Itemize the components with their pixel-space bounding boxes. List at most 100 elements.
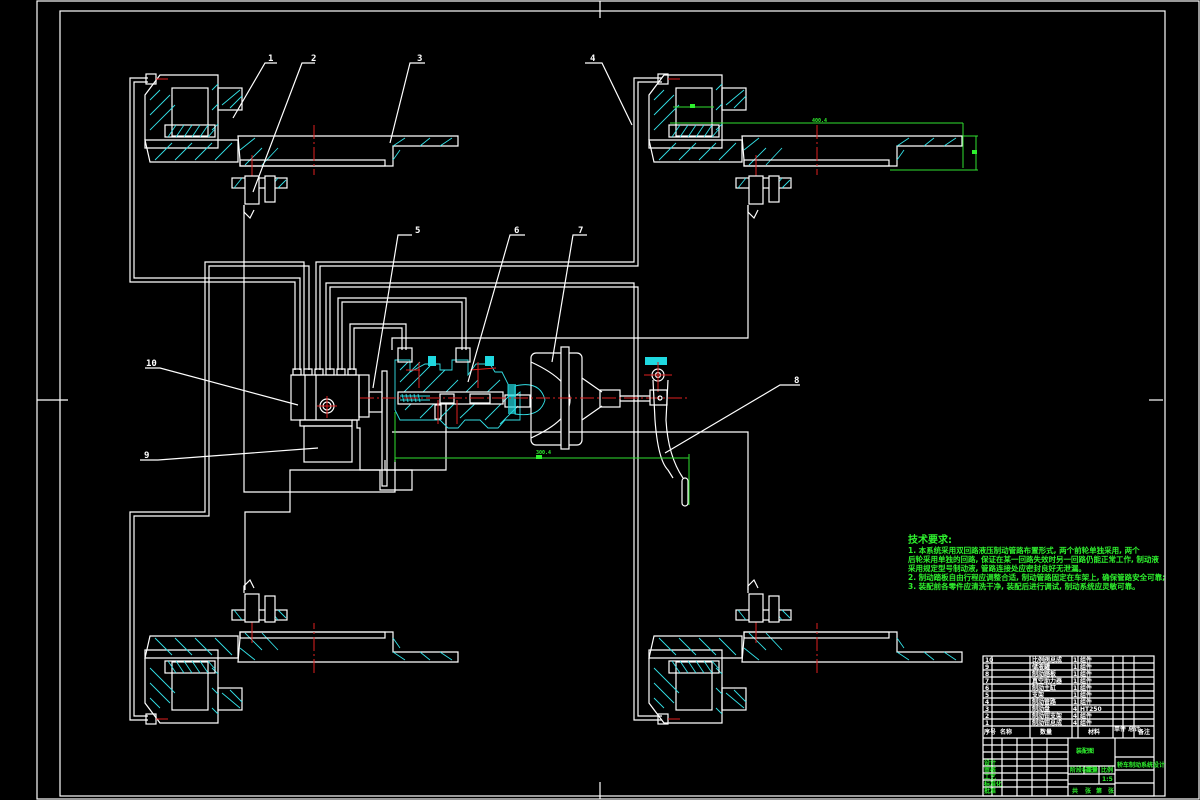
sheet-label: 共 (1072, 787, 1078, 795)
svg-text:1: 1 (1073, 678, 1077, 685)
tech-req-line: 3. 装配前各零件应清洗干净, 装配后进行调试, 制动系统应灵敏可靠。 (908, 581, 1140, 591)
drawing-title: 装配图 (1075, 747, 1094, 755)
svg-text:10: 10 (985, 657, 993, 664)
part-labels: 1 2 3 4 5 6 7 8 9 10 (144, 54, 799, 461)
svg-text:制动钳总成: 制动钳总成 (1032, 719, 1062, 727)
svg-text:组件: 组件 (1080, 691, 1092, 699)
part-leaders (140, 62, 800, 461)
scale-value: 1:5 (1102, 776, 1113, 783)
svg-text:制动踏板: 制动踏板 (1032, 670, 1057, 678)
svg-text:4: 4 (1073, 720, 1077, 727)
wheel-brake-bottom-left (144, 578, 459, 725)
tech-req-line: 后轮采用单独的回路, 保证在某一回路失效时另一回路仍能正常工作, 制动液 (908, 554, 1159, 564)
svg-text:组件: 组件 (1080, 712, 1092, 720)
tech-req-line: 1. 本系统采用双回路液压制动管路布置形式, 两个前轮单独采用, 两个 (908, 545, 1140, 555)
sign-label: 工艺 (984, 773, 996, 781)
svg-text:5: 5 (985, 692, 989, 699)
svg-text:4: 4 (1073, 706, 1077, 713)
label-2: 2 (311, 54, 316, 64)
svg-text:组件: 组件 (1080, 656, 1092, 664)
svg-text:1: 1 (1073, 671, 1077, 678)
svg-text:2: 2 (985, 713, 989, 720)
parts-row: 6 制动主缸 1 组件 (985, 684, 1092, 692)
wheel-brake-top-right: 400.4 (648, 73, 978, 220)
sign-label: 审核 (984, 766, 996, 774)
parts-row: 8 制动踏板 1 组件 (985, 670, 1092, 678)
svg-text:序号: 序号 (983, 728, 996, 736)
svg-text:制动盘: 制动盘 (1032, 705, 1050, 713)
label-6: 6 (514, 226, 519, 236)
svg-text:组件: 组件 (1080, 670, 1092, 678)
sheet-label: 第 (1095, 787, 1102, 795)
svg-text:1: 1 (1073, 699, 1077, 706)
svg-text:组件: 组件 (1080, 698, 1092, 706)
tech-req-line: 采用规定型号制动液, 管路连接处应密封良好无泄漏。 (907, 563, 1086, 573)
wheel-brake-bottom-right (648, 578, 963, 725)
label-4: 4 (590, 54, 596, 64)
sign-label: 标准化 (983, 780, 1002, 788)
sign-label: 批准 (984, 787, 996, 795)
svg-text:组件: 组件 (1080, 719, 1092, 727)
svg-text:1: 1 (1073, 657, 1077, 664)
sign-label: 设计 (984, 759, 996, 767)
svg-text:数量: 数量 (1040, 728, 1052, 736)
parts-row: 4 制动管路 1 组件 (985, 698, 1092, 706)
sheet-label: 张 (1108, 787, 1115, 795)
svg-text:9: 9 (985, 664, 989, 671)
drawing-name: 轿车制动系统设计 (1117, 761, 1165, 769)
tech-req-heading: 技术要求: (908, 533, 952, 546)
parts-row: 10 比例阀总成 1 组件 (985, 656, 1092, 664)
parts-row: 7 真空助力器 1 组件 (985, 677, 1092, 685)
mounting-bracket (368, 370, 388, 487)
svg-text:1: 1 (985, 720, 989, 727)
parts-list: 10 比例阀总成 1 组件 9 储液罐 1 组件 8 制动踏板 1 组件 7 真… (983, 656, 1150, 736)
label-3: 3 (417, 54, 422, 64)
svg-text:支架: 支架 (1031, 691, 1044, 699)
label-7: 7 (578, 226, 583, 236)
dim-width: 400.4 (812, 118, 827, 124)
label-5: 5 (415, 226, 420, 236)
inner-frame (59, 10, 1166, 797)
svg-text:1: 1 (1073, 685, 1077, 692)
svg-text:1: 1 (1073, 664, 1077, 671)
technical-requirements: 技术要求: 1. 本系统采用双回路液压制动管路布置形式, 两个前轮单独采用, 两… (907, 533, 1165, 591)
svg-text:组件: 组件 (1080, 663, 1092, 671)
sheet-label: 张 (1085, 787, 1092, 795)
centering-marks (37, 1, 1163, 799)
svg-text:组件: 组件 (1080, 677, 1092, 685)
brake-pedal (644, 357, 689, 507)
scale-label: 重量 (1086, 766, 1098, 774)
svg-text:4: 4 (985, 699, 989, 706)
svg-text:3: 3 (985, 706, 989, 713)
scale-label: 阶段标记 (1070, 766, 1094, 774)
parts-row: 1 制动钳总成 4 组件 (985, 719, 1092, 727)
svg-text:1: 1 (1073, 692, 1077, 699)
parts-row: 3 制动盘 4 HT250 (985, 705, 1102, 713)
svg-text:6: 6 (985, 685, 989, 692)
svg-text:储液罐: 储液罐 (1031, 663, 1050, 671)
svg-text:制动管路: 制动管路 (1032, 698, 1057, 706)
svg-text:8: 8 (985, 671, 989, 678)
svg-text:材料: 材料 (1087, 728, 1100, 736)
proportioning-valve (290, 368, 370, 427)
svg-text:真空助力器: 真空助力器 (1032, 677, 1063, 685)
svg-text:4: 4 (1073, 713, 1077, 720)
master-cylinder (394, 347, 546, 429)
title-block: 10 比例阀总成 1 组件 9 储液罐 1 组件 8 制动踏板 1 组件 7 真… (982, 655, 1165, 797)
label-9: 9 (144, 451, 149, 461)
scale-label: 比例 (1101, 766, 1113, 774)
label-10: 10 (146, 359, 157, 369)
pedal-stroke-dimension: 300.4 (394, 412, 690, 505)
parts-row: 2 制动钳支架 4 组件 (985, 712, 1092, 720)
parts-row: 9 储液罐 1 组件 (985, 663, 1092, 671)
svg-text:名称: 名称 (1000, 728, 1012, 736)
outer-frame (36, 0, 1200, 800)
brake-pipes (129, 77, 749, 721)
svg-text:制动主缸: 制动主缸 (1032, 684, 1056, 692)
label-8: 8 (794, 376, 799, 386)
svg-text:7: 7 (985, 678, 989, 685)
dimension-lines-top-right: 400.4 (670, 104, 978, 171)
tech-req-line: 2. 制动踏板自由行程应调整合适, 制动管路固定在车架上, 确保管路安全可靠; (908, 572, 1165, 582)
svg-text:单件 总计: 单件 总计 (1114, 725, 1140, 733)
dim-pedal-stroke: 300.4 (536, 450, 551, 456)
